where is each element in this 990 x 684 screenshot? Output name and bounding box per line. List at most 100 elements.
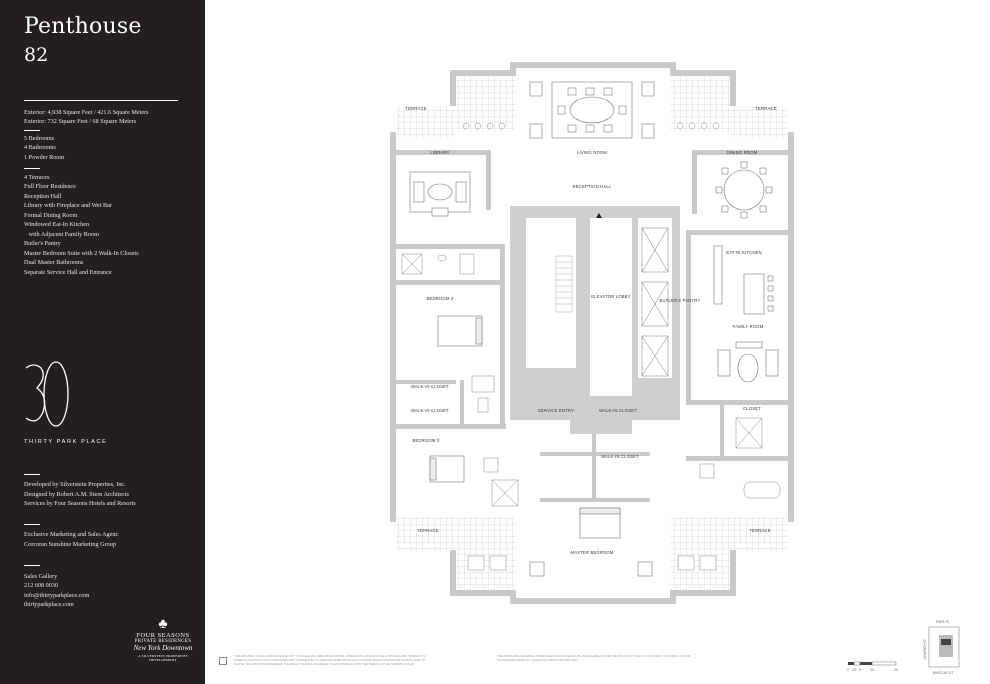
divider <box>24 474 40 475</box>
elevator-lobby-area <box>590 218 632 396</box>
credit-line: Developed by Silverstein Properties, Inc… <box>24 481 126 488</box>
street-label-south: BARCLAY ST <box>933 671 954 675</box>
site-key-map: PARK PL CHURCH ST BARCLAY ST <box>923 620 960 675</box>
label-terrace-se: TERRACE <box>749 528 770 533</box>
label-service-entry: SERVICE ENTRY <box>538 408 574 413</box>
four-seasons-line: FOUR SEASONS <box>136 632 190 639</box>
room-count: 1 Powder Room <box>24 154 65 161</box>
divider <box>24 524 40 525</box>
label-butlers-pantry: BUTLER'S PANTRY <box>660 298 701 303</box>
label-closet: CLOSET <box>743 406 761 411</box>
residence-number: 82 <box>24 44 49 66</box>
contact-phone[interactable]: 212 608 0030 <box>24 582 59 589</box>
feature-item: Separate Service Hall and Entrance <box>24 269 112 276</box>
feature-item: Library with Fireplace and Wet Bar <box>24 202 112 209</box>
label-family-room: FAMILY ROOM <box>733 324 764 329</box>
label-walk-in-closet: WALK-IN CLOSET <box>411 408 449 413</box>
label-living-room: LIVING ROOM <box>577 150 607 155</box>
equal-housing-icon <box>219 657 227 665</box>
interior-walls <box>396 150 788 502</box>
stair-shaft <box>526 218 576 368</box>
feature-item: with Adjacent Family Room <box>24 231 99 238</box>
street-label-west: CHURCH ST <box>923 639 927 659</box>
elevators <box>641 227 669 377</box>
contact-email[interactable]: info@thirtyparkplace.com <box>24 592 90 599</box>
label-terrace-nw: TERRACE <box>405 106 426 111</box>
label-terrace-ne: TERRACE <box>755 106 776 111</box>
bedroom3-furniture <box>429 455 465 483</box>
disclaimer-right: THE COMPLETE OFFERING TERMS ARE IN AN OF… <box>497 654 691 662</box>
credit-line: Designed by Robert A.M. Stern Architects <box>24 491 129 498</box>
feature-item: Windowed Eat-In Kitchen <box>24 221 90 228</box>
agent-line: Exclusive Marketing and Sales Agent: <box>24 531 119 538</box>
terrace-planters <box>462 122 720 571</box>
feature-item: Full Floor Residence <box>24 183 76 190</box>
thirty-park-place-logo <box>25 361 69 427</box>
elevator-bank <box>638 218 672 378</box>
feature-item: Butler's Pantry <box>24 240 61 247</box>
divider <box>24 100 178 101</box>
tree-icon: ♣ <box>158 617 168 632</box>
four-seasons-line: A SILVERSTEIN PROPERTIES DEVELOPMENT <box>138 654 188 662</box>
divider <box>24 168 40 169</box>
four-seasons-line: New York Downtown <box>133 644 193 652</box>
label-walk-in-closet: WALK-IN CLOSET <box>599 408 637 413</box>
terrace-ne <box>670 76 730 132</box>
terrace-se-ext <box>730 516 788 550</box>
label-bedroom3: BEDROOM 3 <box>413 438 440 443</box>
label-eat-in-kitchen: EAT-IN KITCHEN <box>726 250 762 255</box>
label-terrace-sw: TERRACE <box>417 528 438 533</box>
dining-room-furniture <box>715 161 773 219</box>
family-room-furniture <box>717 341 779 383</box>
street-label-north: PARK PL <box>936 620 950 624</box>
label-dining-room: DINING ROOM <box>726 150 757 155</box>
terrace-ne-ext <box>730 106 788 138</box>
bedroom2-furniture <box>437 315 483 347</box>
feature-item: Reception Hall <box>24 193 62 200</box>
disclaimer-left: THE ARCHITECTURAL DRAWINGS ARE NOT TO SC… <box>234 654 426 666</box>
contact-website[interactable]: thirtyparkplace.com <box>24 601 74 608</box>
living-room-furniture <box>529 81 655 139</box>
scale-bar: 0 2.5 5 10 20 <box>847 661 898 672</box>
brand-name: THIRTY PARK PLACE <box>24 439 108 445</box>
four-seasons-line: PRIVATE RESIDENCES <box>134 639 192 644</box>
contact-label: Sales Gallery <box>24 573 58 580</box>
scale-label: 20 <box>894 668 898 672</box>
scale-label: 0 <box>847 668 849 672</box>
interior-area: Exterior: 4,938 Square Feet / 421.6 Squa… <box>24 109 149 116</box>
stairs <box>555 255 573 313</box>
scale-label: 5 <box>859 668 861 672</box>
label-walk-in-closet: WALK-IN CLOSET <box>601 454 639 459</box>
exterior-area: Exterior: 732 Square Feet / 68 Square Me… <box>24 118 137 125</box>
agent-line: Corcoran Sunshine Marketing Group <box>24 541 116 548</box>
feature-item: 4 Terraces <box>24 174 50 181</box>
divider <box>24 130 40 131</box>
north-arrow-icon <box>596 213 602 218</box>
terrace-sw <box>456 516 516 590</box>
label-walk-in-closet: WALK-IN CLOSET <box>411 384 449 389</box>
master-bedroom-furniture <box>529 507 653 577</box>
feature-item: Formal Dining Room <box>24 212 78 219</box>
divider <box>24 565 40 566</box>
scale-label: 2.5 <box>852 668 857 672</box>
kitchen-furniture <box>713 245 774 315</box>
bathroom-fixtures <box>401 253 781 507</box>
label-bedroom2: BEDROOM 2 <box>427 296 454 301</box>
credit-line: Services by Four Seasons Hotels and Reso… <box>24 500 136 507</box>
label-master-bedroom: MASTER BEDROOM <box>570 550 613 555</box>
info-sidebar: Penthouse 82 Exterior: 4,938 Square Feet… <box>0 0 205 684</box>
feature-item: Master Bedroom Suite with 2 Walk-In Clos… <box>24 250 139 257</box>
feature-item: Dual Master Bathrooms <box>24 259 84 266</box>
terrace-se <box>670 516 730 590</box>
floor-plan: TERRACE TERRACE LIBRARY LIVING ROOM DINI… <box>390 62 794 604</box>
label-library: LIBRARY <box>430 150 449 155</box>
scale-label: 10 <box>870 668 874 672</box>
four-seasons-logo: ♣ FOUR SEASONS PRIVATE RESIDENCES New Yo… <box>128 617 198 663</box>
terrace-sw-ext <box>396 516 456 550</box>
room-count: 4 Bathrooms <box>24 144 56 151</box>
room-labels: TERRACE TERRACE LIBRARY LIVING ROOM DINI… <box>405 106 776 555</box>
label-reception-hall: RECEPTION HALL <box>573 184 612 189</box>
residence-title: Penthouse <box>24 14 142 39</box>
label-elevator-lobby: ELEVATOR LOBBY <box>591 294 631 299</box>
terrace-nw-ext <box>396 106 456 138</box>
